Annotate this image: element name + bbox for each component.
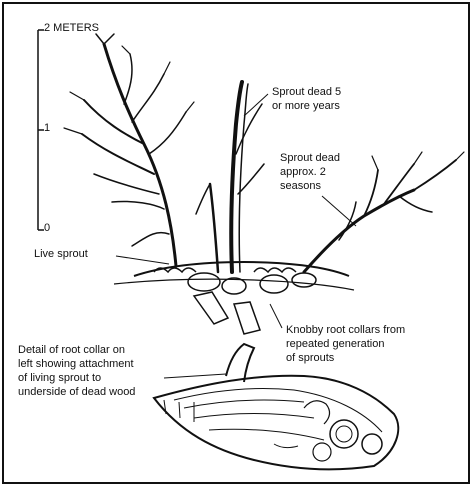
label-line: of sprouts [286, 352, 334, 365]
label-line: Sprout dead [280, 152, 340, 165]
scale-label-top: 2 METERS [44, 22, 99, 35]
label-line: left showing attachment [18, 358, 134, 371]
label-line: seasons [280, 180, 321, 193]
label-line: Sprout dead 5 [272, 86, 341, 99]
dead-sprout-recent [304, 152, 464, 272]
label-line: or more years [272, 100, 340, 113]
label-line: Knobby root collars from [286, 324, 405, 337]
label-live-sprout: Live sprout [34, 248, 88, 261]
illustration-frame: 2 METERS 1 0 Sprout dead 5 or more years… [2, 2, 470, 484]
shrub-illustration [4, 4, 468, 482]
root-collar-detail [154, 344, 398, 469]
dead-sprout-old [196, 82, 264, 272]
label-line: underside of dead wood [18, 386, 135, 399]
label-line: approx. 2 [280, 166, 326, 179]
live-sprout-branches [64, 34, 194, 266]
label-line: Detail of root collar on [18, 344, 125, 357]
label-line: of living sprout to [18, 372, 101, 385]
scale-label-bottom: 0 [44, 222, 50, 235]
scale-label-mid: 1 [44, 122, 50, 135]
label-line: repeated generation [286, 338, 384, 351]
